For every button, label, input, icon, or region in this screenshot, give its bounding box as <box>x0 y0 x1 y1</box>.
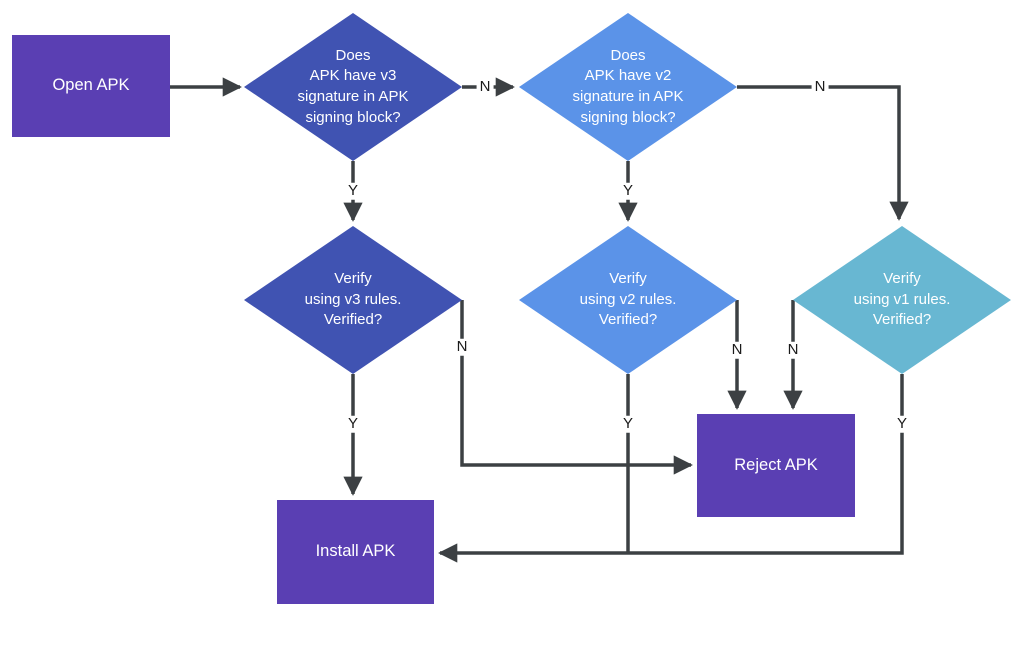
node-install-apk-shape <box>277 500 434 604</box>
node-reject-apk-shape <box>697 414 855 517</box>
edge-verifyv1-yes-to-install <box>438 374 904 563</box>
node-verify-v3-shape <box>244 226 462 374</box>
edge-label-v3check-no: N <box>476 78 494 96</box>
edge-label-v3check-yes: Y <box>344 182 362 200</box>
node-open-apk-shape <box>12 35 170 137</box>
edge-label-v2check-no: N <box>811 78 829 96</box>
edge-v2check-no-to-verifyv1 <box>737 85 909 221</box>
edge-label-verifyv2-no: N <box>728 341 746 359</box>
node-v2-check-shape <box>519 13 737 161</box>
edge-label-verifyv3-no: N <box>453 338 471 356</box>
edge-label-verifyv1-yes: Y <box>893 415 911 433</box>
edge-label-verifyv3-yes: Y <box>344 415 362 433</box>
edge-label-verifyv1-no: N <box>784 341 802 359</box>
node-v3-check-shape <box>244 13 462 161</box>
edge-label-verifyv2-yes: Y <box>619 415 637 433</box>
edge-label-v2check-yes: Y <box>619 182 637 200</box>
node-verify-v1-shape <box>793 226 1011 374</box>
node-verify-v2-shape <box>519 226 737 374</box>
